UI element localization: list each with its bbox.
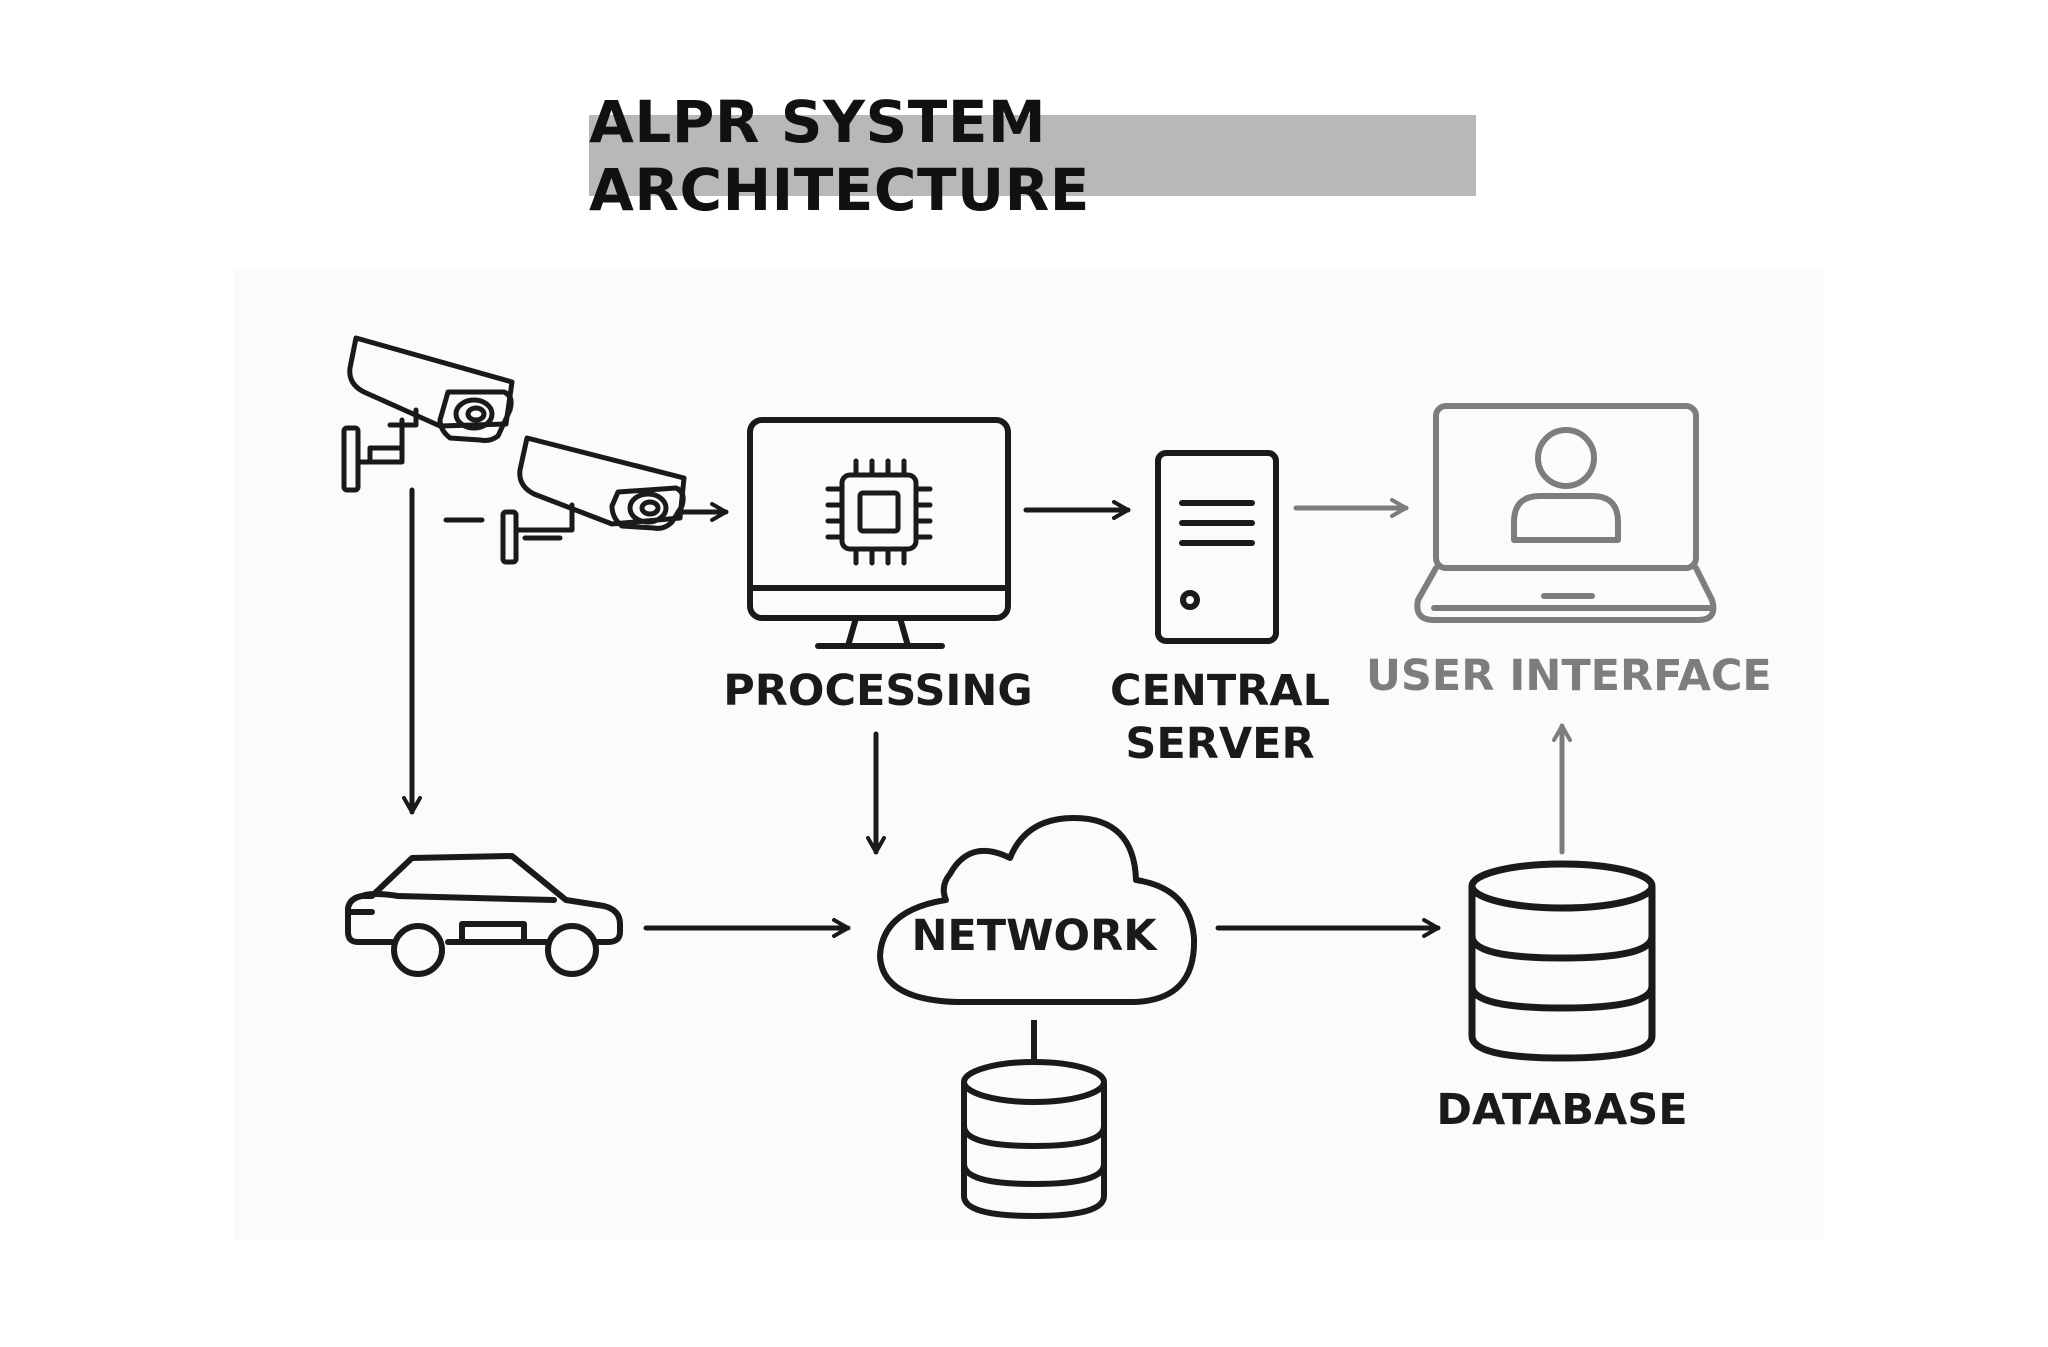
central-server-label-line2: SERVER [1125,719,1315,769]
camera-icon [500,435,687,565]
user-icon [1511,427,1621,543]
server-tower-icon [1155,450,1279,644]
database-icon [1468,860,1656,1062]
car-icon [345,853,623,977]
camera-icon [341,335,515,493]
database-label: DATABASE [1436,1085,1688,1135]
database-icon [961,1059,1107,1220]
cpu-chip-icon [825,458,933,566]
cloud-icon [877,815,1198,1005]
central-server-label: CENTRAL SERVER [1090,665,1350,771]
central-server-label-line1: CENTRAL [1109,666,1331,716]
processing-label: PROCESSING [723,666,1033,716]
laptop-icon [1414,403,1717,623]
network-label: NETWORK [911,911,1157,961]
computer-monitor-icon [747,417,1011,649]
user-interface-label: USER INTERFACE [1366,651,1772,701]
